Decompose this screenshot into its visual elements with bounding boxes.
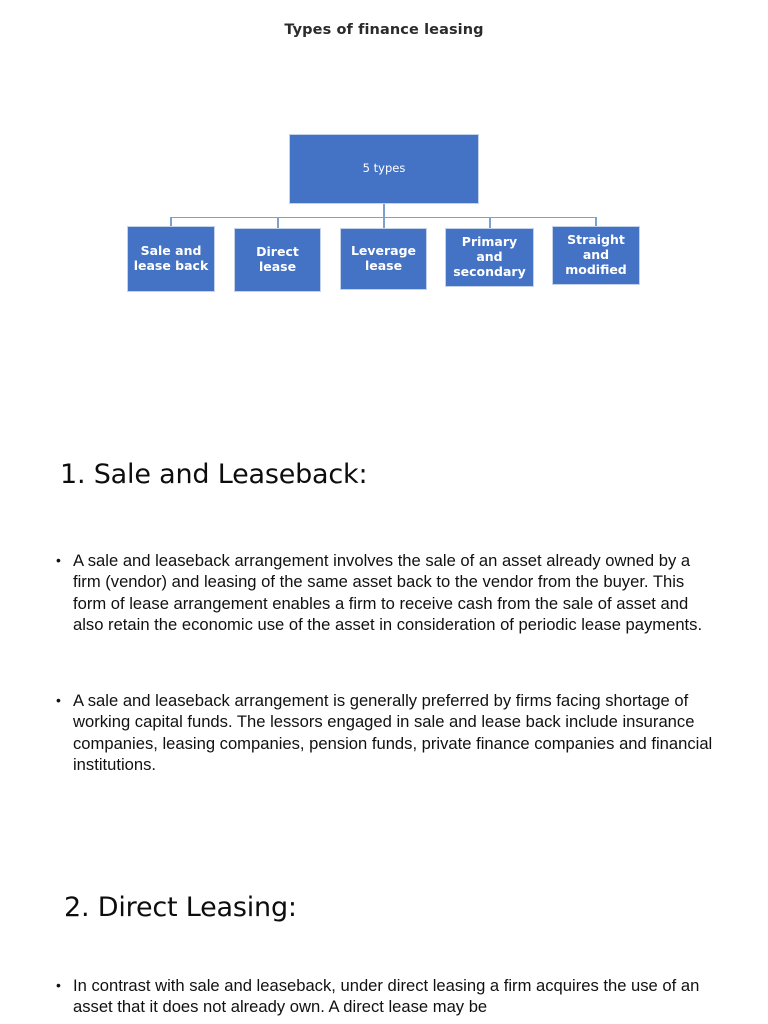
page-title: Types of finance leasing [284, 22, 484, 38]
bullet-marker-icon: • [56, 692, 61, 708]
connector-root-vertical [383, 204, 385, 218]
diagram-node-direct-lease: Direct lease [234, 228, 321, 292]
bullet-item: • A sale and leaseback arrangement is ge… [56, 690, 716, 775]
bullet-marker-icon: • [56, 552, 61, 568]
section-heading-sale-and-leaseback: 1. Sale and Leaseback: [60, 459, 368, 490]
connector-drop-4 [489, 217, 491, 228]
connector-drop-5 [595, 217, 597, 226]
connector-drop-3 [383, 217, 385, 228]
diagram-node-primary-and-secondary: Primary and secondary [445, 228, 534, 287]
connector-drop-1 [170, 217, 172, 226]
diagram-node-straight-and-modified: Straight and modified [552, 226, 640, 285]
bullet-text: In contrast with sale and leaseback, und… [73, 976, 700, 1017]
diagram-node-root: 5 types [289, 134, 479, 204]
diagram-node-sale-and-lease-back: Sale and lease back [127, 226, 215, 292]
bullet-item: • In contrast with sale and leaseback, u… [56, 975, 716, 1018]
diagram-node-leverage-lease: Leverage lease [340, 228, 427, 290]
section-heading-direct-leasing: 2. Direct Leasing: [64, 892, 297, 923]
bullet-text: A sale and leaseback arrangement involve… [73, 551, 703, 634]
connector-drop-2 [277, 217, 279, 228]
types-of-finance-leasing-diagram: 5 types Sale and lease back Direct lease… [0, 0, 768, 330]
bullet-item: • A sale and leaseback arrangement invol… [56, 550, 716, 635]
bullet-marker-icon: • [56, 977, 61, 993]
bullet-text: A sale and leaseback arrangement is gene… [73, 691, 713, 774]
